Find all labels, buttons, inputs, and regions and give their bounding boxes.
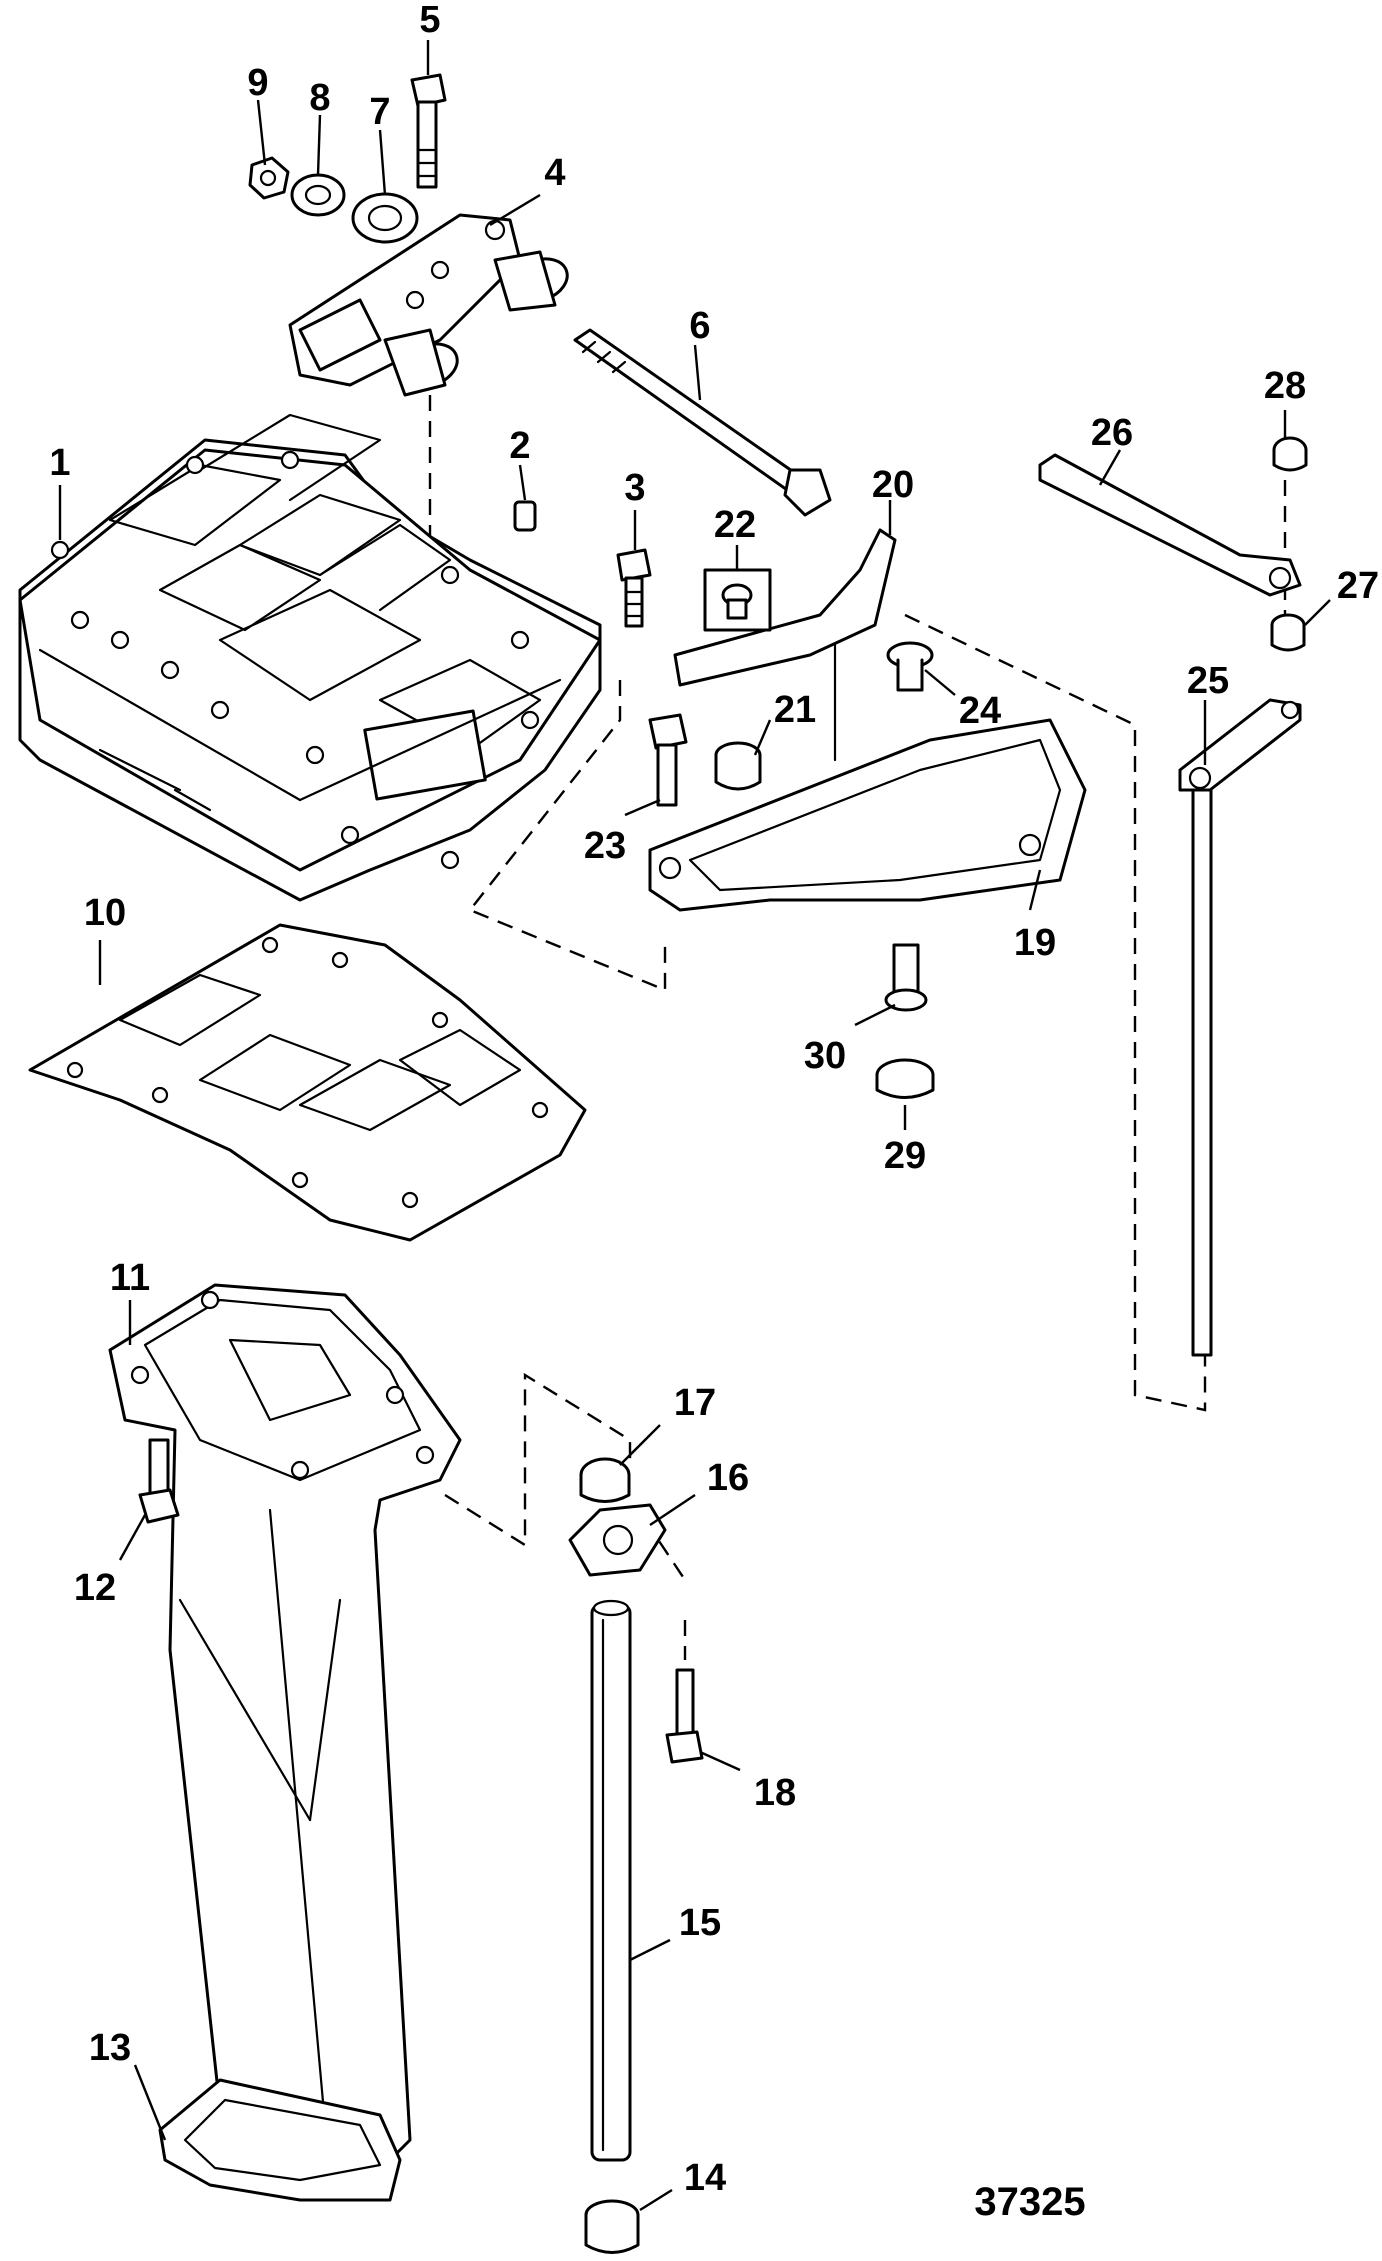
callout-10: 10 <box>84 892 126 934</box>
part-screw-23 <box>648 713 688 807</box>
part-water-tube <box>590 1599 632 2162</box>
callout-8: 8 <box>309 77 330 119</box>
part-nut-28 <box>1272 436 1308 472</box>
callout-27: 27 <box>1337 565 1379 607</box>
part-nut-9 <box>248 156 290 200</box>
callout-24: 24 <box>959 690 1001 732</box>
callout-12: 12 <box>74 1567 116 1609</box>
part-nut-17 <box>579 1457 631 1503</box>
part-mount-bracket <box>288 213 569 397</box>
callout-18: 18 <box>754 1772 796 1814</box>
part-tube-housing <box>568 1503 667 1577</box>
part-cap <box>875 1058 935 1099</box>
part-spacer <box>884 943 928 1012</box>
part-plug <box>714 741 762 791</box>
part-bolt-12 <box>138 1438 180 1524</box>
callout-4: 4 <box>544 152 565 194</box>
part-gasket <box>28 923 587 1242</box>
part-bolt-5 <box>410 73 447 189</box>
callout-20: 20 <box>872 464 914 506</box>
part-bushing-27 <box>1270 613 1306 652</box>
callout-3: 3 <box>624 467 645 509</box>
part-shift-shaft <box>1178 698 1302 1357</box>
part-screw-18 <box>665 1668 704 1764</box>
callout-14: 14 <box>684 2157 726 2199</box>
callout-22: 22 <box>714 504 756 546</box>
callout-17: 17 <box>674 1382 716 1424</box>
callout-26: 26 <box>1091 412 1133 454</box>
figure-number: 37325 <box>974 2180 1085 2224</box>
part-washer-8 <box>290 173 346 217</box>
callout-7: 7 <box>369 91 390 133</box>
callout-30: 30 <box>804 1035 846 1077</box>
part-bushing-24 <box>886 641 934 692</box>
callout-9: 9 <box>247 62 268 104</box>
callout-15: 15 <box>679 1902 721 1944</box>
callout-19: 19 <box>1014 922 1056 964</box>
callout-21: 21 <box>774 689 816 731</box>
callout-13: 13 <box>89 2027 131 2069</box>
part-washer-7 <box>351 192 419 244</box>
callout-2: 2 <box>509 425 530 467</box>
part-grommet <box>584 2199 640 2254</box>
callout-1: 1 <box>49 442 70 484</box>
callout-16: 16 <box>707 1457 749 1499</box>
part-driveshaft-housing <box>108 1283 462 2192</box>
callout-11: 11 <box>110 1257 150 1299</box>
part-long-bolt-6 <box>573 328 832 517</box>
callout-28: 28 <box>1264 365 1306 407</box>
callout-29: 29 <box>884 1135 926 1177</box>
callout-23: 23 <box>584 825 626 867</box>
callout-6: 6 <box>689 305 710 347</box>
part-boxed-fitting <box>703 568 772 632</box>
callout-5: 5 <box>419 0 440 41</box>
part-adaptor-plate <box>18 413 602 902</box>
callouts: 1 2 3 4 5 6 7 8 9 10 11 12 13 14 15 16 1… <box>49 0 1379 2199</box>
part-shift-arm <box>673 528 897 762</box>
leader-lines <box>58 40 1331 2212</box>
part-seal <box>158 2078 402 2202</box>
callout-25: 25 <box>1187 660 1229 702</box>
part-link-arm <box>1038 453 1302 597</box>
part-dowel-pin <box>513 500 537 532</box>
part-screw-3 <box>616 548 652 628</box>
part-shift-cover <box>648 718 1087 912</box>
